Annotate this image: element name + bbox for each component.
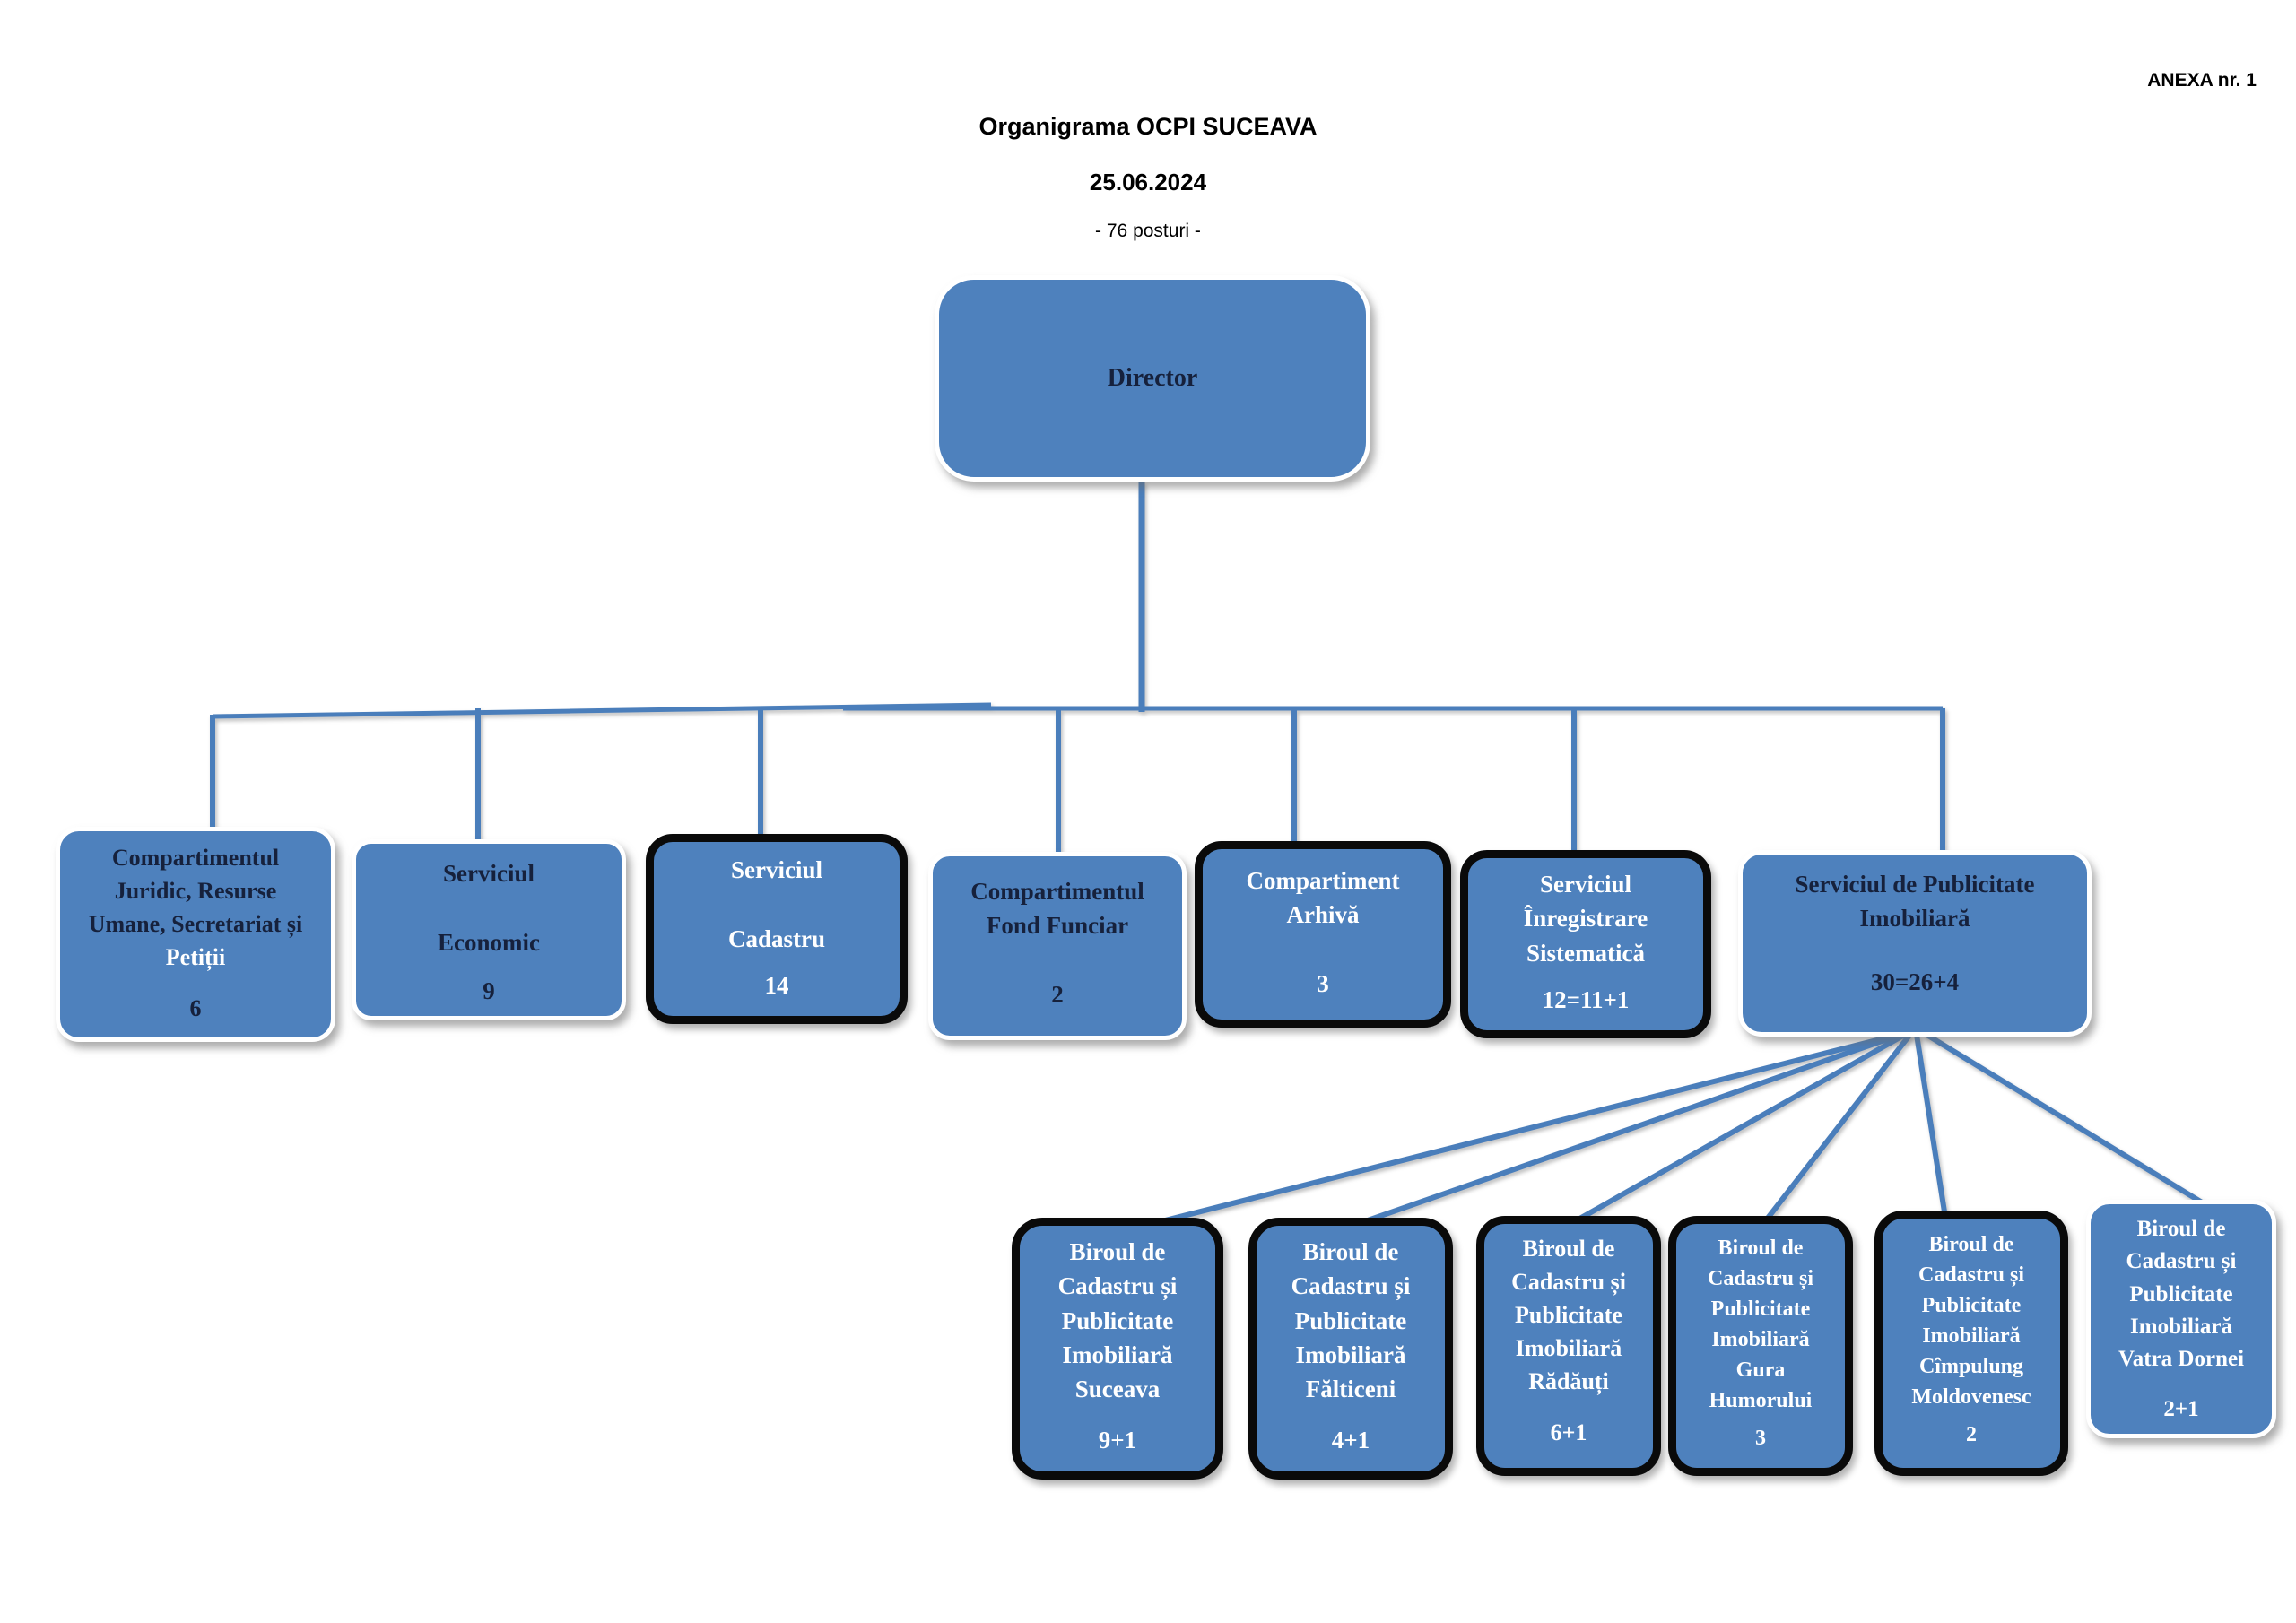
org-box-bcpi-gura-humorului: Biroul de Cadastru și Publicitate Imobil… <box>1668 1216 1853 1476</box>
connector-fan-falticeni <box>1328 1030 1906 1237</box>
connector-fan-gura-humorului <box>1757 1031 1914 1230</box>
org-box-economic-count: 9 <box>483 976 495 1004</box>
org-box-bcpi-vatra-dornei-label: Biroul de Cadastru și Publicitate Imobil… <box>2118 1217 2245 1371</box>
org-box-juridic-count: 6 <box>189 994 202 1021</box>
org-box-bcpi-falticeni-count: 4+1 <box>1331 1426 1370 1454</box>
org-box-fond-funciar: Compartimentul Fond Funciar 2 <box>928 852 1187 1040</box>
org-box-bcpi-falticeni-label: Biroul de Cadastru și Publicitate Imobil… <box>1291 1238 1411 1403</box>
org-box-arhiva-count: 3 <box>1317 969 1329 997</box>
org-box-publicitate-imobiliara-label: Serviciul de Publicitate Imobiliară <box>1795 871 2035 933</box>
org-box-fond-funciar-count: 2 <box>1051 980 1064 1008</box>
org-box-economic: Serviciul Economic 9 <box>352 839 626 1020</box>
org-box-bcpi-radauti-label: Biroul de Cadastru și Publicitate Imobil… <box>1511 1236 1626 1394</box>
org-box-bcpi-gura-humorului-label: Biroul de Cadastru și Publicitate Imobil… <box>1707 1237 1814 1413</box>
connector-fan-vatra-dornei <box>1922 1030 2217 1213</box>
org-box-inregistrare-sistematica: Serviciul Înregistrare Sistematică 12=11… <box>1460 850 1711 1038</box>
org-box-bcpi-cimpulung-moldovenesc-count: 2 <box>1966 1423 1977 1447</box>
date-label: 25.06.2024 <box>1089 169 1207 195</box>
org-box-director: Director <box>935 275 1370 482</box>
connector-fan-cimpulung <box>1914 1034 1949 1224</box>
org-box-juridic-label-highlight: Petiții <box>165 943 226 970</box>
org-box-juridic-label: Compartimentul Juridic, Resurse Umane, S… <box>88 845 303 937</box>
anexa-label: ANEXA nr. 1 <box>2147 70 2257 91</box>
org-box-cadastru: Serviciul Cadastru 14 <box>646 834 908 1024</box>
org-box-bcpi-suceava: Biroul de Cadastru și Publicitate Imobil… <box>1012 1218 1223 1480</box>
org-box-cadastru-label: Serviciul Cadastru <box>727 856 825 952</box>
org-box-publicitate-imobiliara: Serviciul de Publicitate Imobiliară 30=2… <box>1738 850 2092 1037</box>
org-box-publicitate-imobiliara-count: 30=26+4 <box>1870 968 1960 995</box>
org-box-bcpi-radauti-count: 6+1 <box>1550 1419 1587 1445</box>
org-box-bcpi-suceava-label: Biroul de Cadastru și Publicitate Imobil… <box>1057 1238 1178 1403</box>
org-box-bcpi-suceava-count: 9+1 <box>1098 1426 1137 1454</box>
org-box-bcpi-gura-humorului-count: 3 <box>1755 1427 1766 1451</box>
org-box-inregistrare-sistematica-count: 12=11+1 <box>1542 985 1630 1013</box>
org-box-bcpi-cimpulung-moldovenesc-label: Biroul de Cadastru și Publicitate Imobil… <box>1911 1233 2031 1410</box>
connector-fan-radauti <box>1561 1030 1909 1231</box>
org-box-juridic: Compartimentul Juridic, Resurse Umane, S… <box>56 827 335 1042</box>
org-box-bcpi-cimpulung-moldovenesc: Biroul de Cadastru și Publicitate Imobil… <box>1874 1211 2068 1476</box>
org-box-director-label: Director <box>1107 364 1198 393</box>
posts-count-label: - 76 posturi - <box>1095 221 1201 241</box>
org-box-inregistrare-sistematica-label: Serviciul Înregistrare Sistematică <box>1523 871 1648 967</box>
org-box-fond-funciar-label: Compartimentul Fond Funciar <box>970 878 1144 940</box>
org-box-bcpi-falticeni: Biroul de Cadastru și Publicitate Imobil… <box>1248 1218 1453 1480</box>
connector-fan-suceava <box>1126 1030 1906 1233</box>
page-title: Organigrama OCPI SUCEAVA <box>978 113 1318 140</box>
org-box-arhiva: Compartiment Arhivă 3 <box>1195 841 1451 1028</box>
org-box-bcpi-vatra-dornei-count: 2+1 <box>2163 1397 2199 1422</box>
org-box-bcpi-vatra-dornei: Biroul de Cadastru și Publicitate Imobil… <box>2086 1200 2276 1438</box>
org-box-arhiva-label: Compartiment Arhivă <box>1246 867 1400 929</box>
org-box-bcpi-radauti: Biroul de Cadastru și Publicitate Imobil… <box>1476 1216 1661 1476</box>
org-box-economic-label: Serviciul Economic <box>438 860 540 956</box>
org-box-cadastru-count: 14 <box>764 971 789 999</box>
